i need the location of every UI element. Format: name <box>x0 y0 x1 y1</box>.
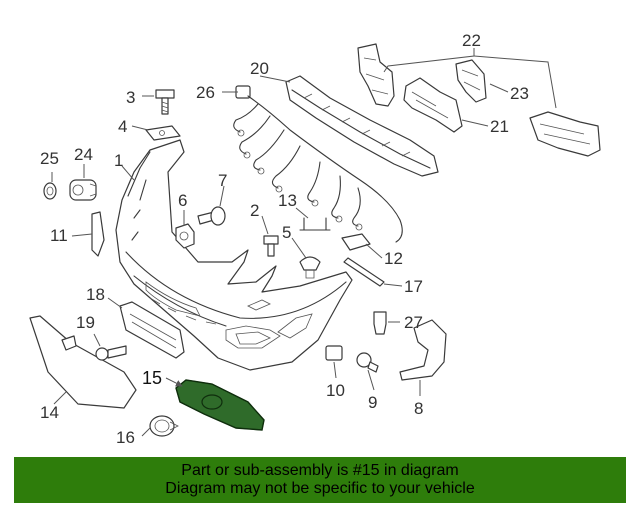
sensor-part-24 <box>69 179 97 201</box>
bracket-part-12 <box>341 233 371 251</box>
banner-line-2: Diagram may not be specific to your vehi… <box>165 480 475 497</box>
callout-17: 17 <box>404 277 423 296</box>
bolt-part-2 <box>263 235 279 257</box>
parts-diagram: 1 2 3 4 5 6 7 8 9 10 11 12 13 14 15 16 1… <box>29 31 601 447</box>
callout-6: 6 <box>178 191 187 210</box>
callout-1: 1 <box>114 151 123 170</box>
clip-part-13 <box>299 217 331 231</box>
callout-15: 15 <box>142 368 162 388</box>
callout-11: 11 <box>50 226 68 245</box>
sensor-part-7 <box>197 206 226 226</box>
wiring-harness-part-26 <box>233 85 403 243</box>
bolt-part-19 <box>95 345 127 361</box>
callout-27: 27 <box>404 313 423 332</box>
bumper-cover-part-1 <box>115 139 353 371</box>
callout-3: 3 <box>126 88 135 107</box>
callout-21: 21 <box>490 117 509 136</box>
sensor-holder-part-6 <box>175 223 195 249</box>
sensor-part-27 <box>373 311 387 335</box>
callout-9: 9 <box>368 393 377 412</box>
callout-2: 2 <box>250 201 259 220</box>
callout-14: 14 <box>40 403 59 422</box>
callout-5: 5 <box>282 223 291 242</box>
bracket-part-10 <box>325 345 343 361</box>
bolt-part-3 <box>155 89 175 115</box>
grille-part-14 <box>29 315 137 409</box>
callout-18: 18 <box>86 285 105 304</box>
callout-19: 19 <box>76 313 95 332</box>
callout-25: 25 <box>40 149 59 168</box>
mount-part-8 <box>399 319 447 381</box>
clip-part-16 <box>149 415 179 437</box>
callout-24: 24 <box>74 145 93 164</box>
reinforcement-beam-part-20 <box>285 75 439 177</box>
callout-20: 20 <box>250 59 269 78</box>
bracket-left-part-22 <box>357 43 395 107</box>
bracket-part-21 <box>403 77 463 133</box>
clip-part-25 <box>43 182 57 200</box>
bolt-part-9 <box>356 352 379 373</box>
callout-23: 23 <box>510 84 529 103</box>
callout-7: 7 <box>218 171 227 190</box>
bracket-part-11 <box>91 211 105 257</box>
bracket-part-4 <box>145 125 181 141</box>
callout-22: 22 <box>462 31 481 50</box>
callout-13: 13 <box>278 191 297 210</box>
callout-10: 10 <box>326 381 345 400</box>
bracket-part-23 <box>455 59 487 103</box>
banner-line-1: Part or sub-assembly is #15 in diagram <box>181 462 459 479</box>
info-banner: Part or sub-assembly is #15 in diagram D… <box>14 457 626 503</box>
bracket-right-part-22 <box>529 111 601 157</box>
callout-12: 12 <box>384 249 403 268</box>
clip-part-5 <box>299 256 321 279</box>
callout-26: 26 <box>196 83 215 102</box>
license-bracket-part-18 <box>119 301 185 359</box>
callout-labels: 1 2 3 4 5 6 7 8 9 10 11 12 13 14 15 16 1… <box>40 31 529 447</box>
callout-8: 8 <box>414 399 423 418</box>
leader-lines <box>51 48 557 437</box>
highlighted-grille-part-15[interactable] <box>175 379 265 431</box>
callout-4: 4 <box>118 117 127 136</box>
callout-16: 16 <box>116 428 135 447</box>
trim-strip-part-17 <box>343 257 385 287</box>
